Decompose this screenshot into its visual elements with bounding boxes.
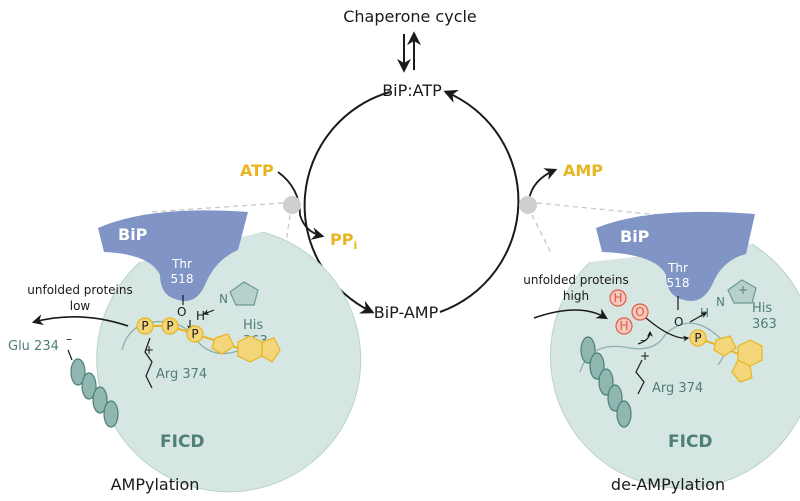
left-note-arrow: [31, 314, 129, 327]
zoom-dot-right: [519, 196, 537, 214]
left-caption: AMPylation: [111, 475, 200, 494]
right-bip-label: BiP: [620, 227, 650, 246]
right-thr-num: 518: [667, 276, 690, 290]
right-water-h2: H: [619, 319, 628, 333]
left-ficd-disc: [96, 231, 362, 493]
right-note-arrow: [533, 308, 608, 320]
left-bip-shape: [98, 210, 248, 301]
right-bip-shape: [596, 211, 755, 301]
cycle-arc-right: [439, 89, 520, 313]
right-his-num: 363: [752, 317, 777, 332]
right-ribose: [713, 335, 737, 357]
right-water-o: O: [635, 305, 644, 319]
right-arg-plus: +: [640, 349, 650, 363]
right-his-n: N: [716, 295, 725, 309]
chaperone-cycle-label: Chaperone cycle: [343, 7, 477, 26]
right-arg-label: Arg 374: [652, 381, 703, 396]
ppi-label: PPi: [330, 230, 357, 252]
left-o-atom: O: [177, 305, 186, 319]
right-his-plus: +: [738, 283, 748, 297]
left-adenine-b: [261, 337, 281, 363]
left-phosphate-2: [161, 317, 179, 335]
right-note-line2: high: [563, 289, 589, 303]
left-note-line2: low: [70, 299, 91, 313]
right-note-line1: unfolded proteins: [523, 273, 628, 287]
left-p3-label: P: [191, 327, 198, 341]
left-adenine-a: [237, 335, 263, 363]
left-glu-minus: –: [66, 332, 72, 346]
left-arg-label: Arg 374: [156, 367, 207, 382]
left-his-label: His: [243, 318, 263, 333]
right-ficd-disc: [549, 243, 800, 489]
bip-atp-label: BiP:ATP: [382, 81, 442, 100]
left-thr-num: 518: [171, 272, 194, 286]
right-thr-o: O: [674, 315, 683, 329]
left-h-atom: H: [196, 309, 205, 323]
left-glu-label: Glu 234: [8, 339, 59, 354]
left-p1-label: P: [141, 319, 148, 333]
right-thr-label: Thr: [667, 261, 688, 275]
bip-amp-label: BiP-AMP: [374, 303, 439, 322]
right-his-h: H: [700, 306, 709, 320]
ppi-main: PP: [330, 230, 354, 249]
ppi-subscript: i: [353, 239, 357, 252]
left-helix: [70, 358, 119, 428]
right-helix: [580, 336, 632, 428]
right-caption: de-AMPylation: [611, 475, 725, 494]
right-ficd-label: FICD: [668, 432, 713, 452]
right-panel: BiP Thr 518 + N H His 363 O H O H P: [523, 211, 800, 494]
right-his-pentagon: [727, 279, 757, 304]
right-adenine-b: [731, 359, 753, 383]
left-ribose: [211, 333, 235, 355]
left-his-n: N: [219, 292, 228, 306]
left-ficd-label: FICD: [160, 432, 205, 452]
left-thr-label: Thr: [171, 257, 192, 271]
right-glu-minus: –: [640, 333, 646, 347]
zoom-dot-left: [283, 196, 301, 214]
amp-output-arrow: [528, 168, 558, 201]
left-phosphate-3: [186, 325, 204, 343]
atp-input-arrow: [277, 171, 325, 240]
left-phosphate-1: [136, 317, 154, 335]
left-p2-label: P: [166, 319, 173, 333]
right-water-h1: H: [613, 291, 622, 305]
amp-label: AMP: [563, 161, 603, 180]
right-his-label: His: [752, 301, 772, 316]
left-arg-plus: +: [144, 343, 154, 357]
left-panel: BiP Thr 518 N His 363 O H P P P + Arg 37…: [8, 210, 362, 494]
right-p-label: P: [694, 331, 701, 345]
left-bip-label: BiP: [118, 225, 148, 244]
atp-label: ATP: [240, 161, 274, 180]
right-water: H O H: [609, 289, 649, 335]
right-phosphate: [689, 329, 707, 347]
left-note-line1: unfolded proteins: [27, 283, 132, 297]
left-his-pentagon: [229, 281, 259, 306]
